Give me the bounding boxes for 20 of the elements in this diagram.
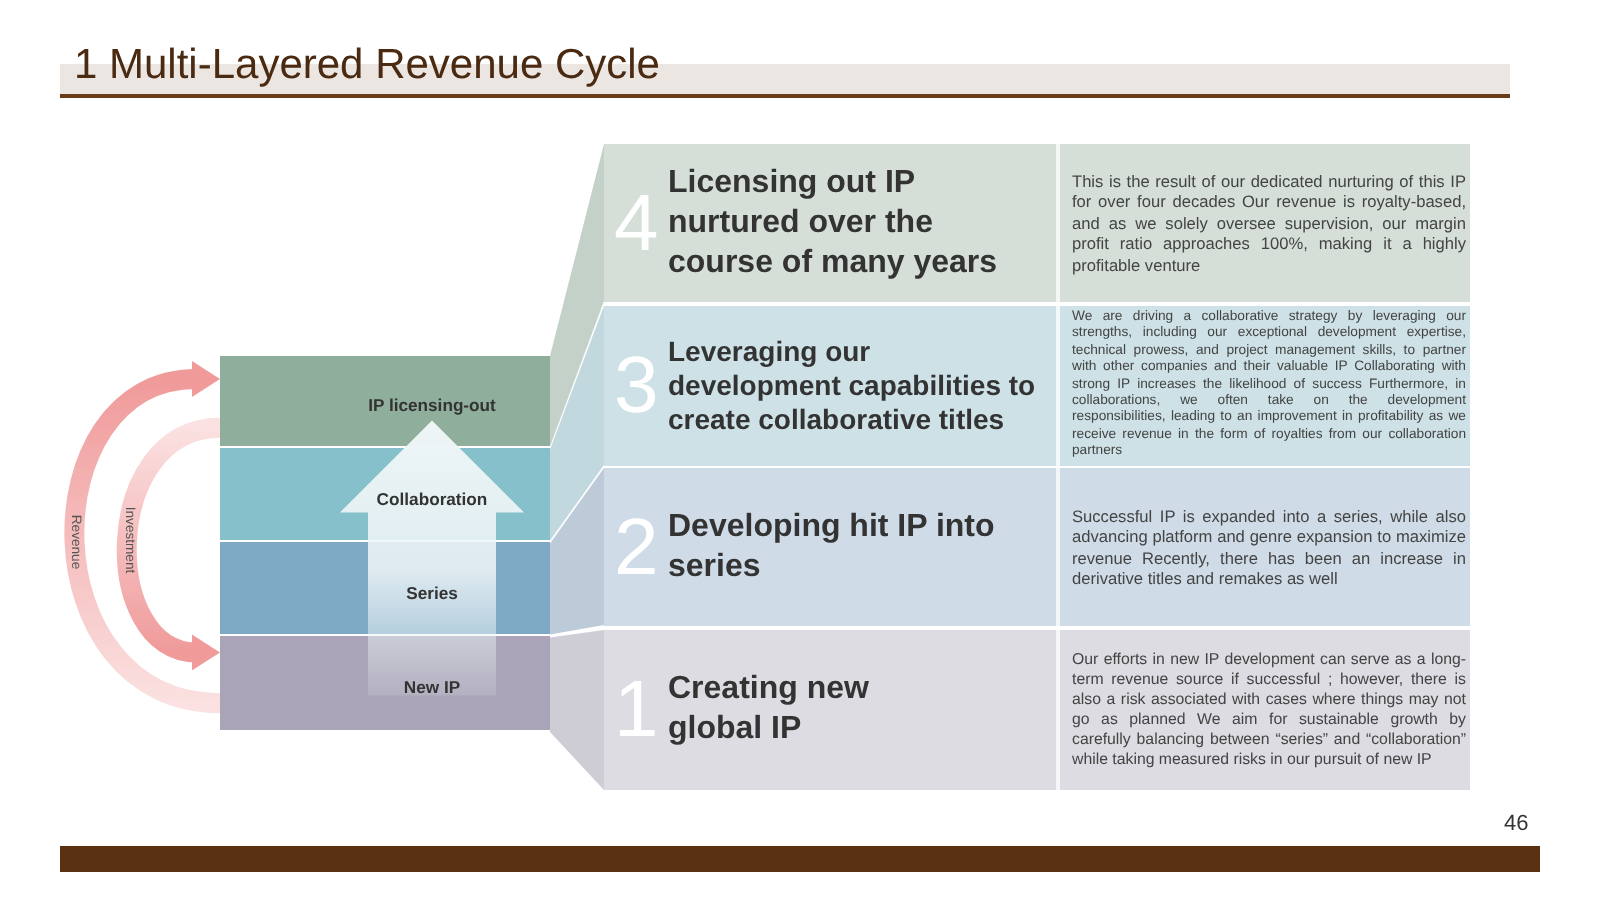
step-row [604,144,1470,302]
step-row [604,630,1470,790]
curved-arrow [64,361,222,714]
step-heading: Leveraging our development capabilities to create collaborative titles [668,335,1038,437]
layer-label: Collaboration [376,489,488,511]
step-description: Successful IP is expanded into a series, while also advancing platform and genre expansion to maximize revenue Recently, there has been an increase in derivative titles and remakes as well [1072,504,1466,590]
curved-arrow [117,417,222,670]
step-row [604,306,1470,466]
layer-label: New IP [403,677,461,699]
layer-band [220,356,550,448]
step-heading: Licensing out IP nurtured over the course of many years [668,163,1000,283]
step-description: This is the result of our dedicated nurturing of this IP for over four decades Our revenue is royalty-based, and as we solely oversee supervision, our margin profit ratio approaches 100%, making it a highly profitable venture [1072,170,1466,276]
layer-label: Series [406,583,458,605]
page-number: 46 [1504,812,1529,838]
block-arrow [340,420,524,696]
step-row [604,468,1470,626]
step-heading: Developing hit IP into series [668,507,997,587]
layer-label: IP licensing-out [368,395,496,417]
step-heading: Creating new global IP [668,670,871,750]
slide-title: 1 Multi-Layered Revenue Cycle [74,40,660,92]
